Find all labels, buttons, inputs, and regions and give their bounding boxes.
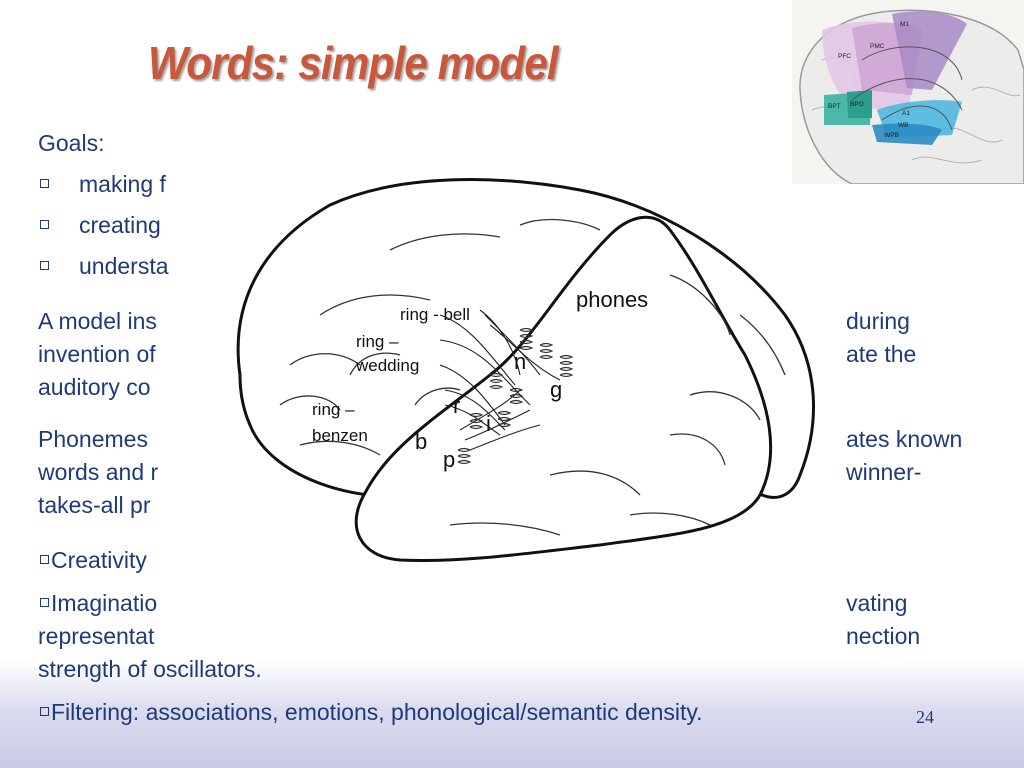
slide-title: Words: simple model <box>148 37 559 89</box>
para1-line1-right: during <box>846 308 910 334</box>
para2-line2-right: winner- <box>846 459 922 485</box>
brain-diagram: phones ring - bell ring – wedding ring –… <box>236 178 816 563</box>
square-bullet-icon <box>40 220 49 230</box>
association-lines <box>439 309 561 451</box>
square-bullet-icon <box>40 555 49 565</box>
phoneme-label-p: p <box>443 447 455 472</box>
representation-line-right: nection <box>846 623 921 649</box>
para2-line3-left: takes-all pr <box>38 492 151 518</box>
phoneme-label-b: b <box>415 429 427 454</box>
inset-label-pfc: PFC <box>838 53 851 60</box>
bullet-creativity: Creativity <box>40 544 147 576</box>
inset-label-a1: A1 <box>902 110 910 117</box>
para2-line1-left: Phonemes <box>38 426 148 452</box>
bottom-gradient-band <box>0 660 1024 768</box>
word-label-ring-bell: ring - bell <box>400 305 470 324</box>
inset-label-m1: M1 <box>900 21 909 28</box>
inset-label-wpb: WPB <box>884 132 899 139</box>
para1-line1-left: A model ins <box>38 308 157 334</box>
phoneme-label-i: i <box>486 411 491 436</box>
strength-line: strength of oscillators. <box>38 656 262 682</box>
square-bullet-icon <box>40 261 49 271</box>
word-label-ring-benzene-1: ring – <box>312 400 355 419</box>
bullet-filtering: Filtering: associations, emotions, phono… <box>40 696 703 728</box>
para1-line3-left: auditory co <box>38 374 151 400</box>
goal-item-2: creating <box>40 209 161 241</box>
phoneme-label-r: r <box>453 393 460 418</box>
phones-label: phones <box>576 287 648 312</box>
para2-line1-right: ates known <box>846 426 963 452</box>
square-bullet-icon <box>40 707 49 717</box>
inset-label-pmc: PMC <box>870 43 885 50</box>
phoneme-label-g: g <box>550 377 562 402</box>
page-number: 24 <box>916 707 934 727</box>
goal-item-1: making f <box>40 168 166 200</box>
representation-line-left: representat <box>38 623 155 649</box>
phoneme-label-n: n <box>514 349 526 374</box>
para2-line2-left: words and r <box>38 459 159 485</box>
para1-line2-right: ate the <box>846 341 917 367</box>
goal-item-3: understa <box>40 250 169 282</box>
sulci-lines <box>279 218 786 536</box>
word-label-ring-benzene-2: benzen <box>312 426 368 445</box>
goals-label: Goals: <box>38 130 105 156</box>
para1-line2-left: invention of <box>38 341 156 367</box>
inset-label-bpo: BPO <box>850 101 864 108</box>
inset-label-wb: WB <box>898 122 908 129</box>
square-bullet-icon <box>40 598 49 608</box>
word-label-ring-wedding-2: wedding <box>355 356 419 375</box>
inset-brain-image: M1 PFC PMC BPT BPO A1 WB WPB <box>792 0 1024 184</box>
inset-label-bpt: BPT <box>828 103 841 110</box>
phoneme-coils <box>457 327 574 465</box>
bullet-imagination-right: vating <box>846 590 908 616</box>
word-label-ring-wedding-1: ring – <box>356 332 399 351</box>
square-bullet-icon <box>40 179 49 189</box>
bullet-imagination: Imaginatio <box>40 587 157 619</box>
